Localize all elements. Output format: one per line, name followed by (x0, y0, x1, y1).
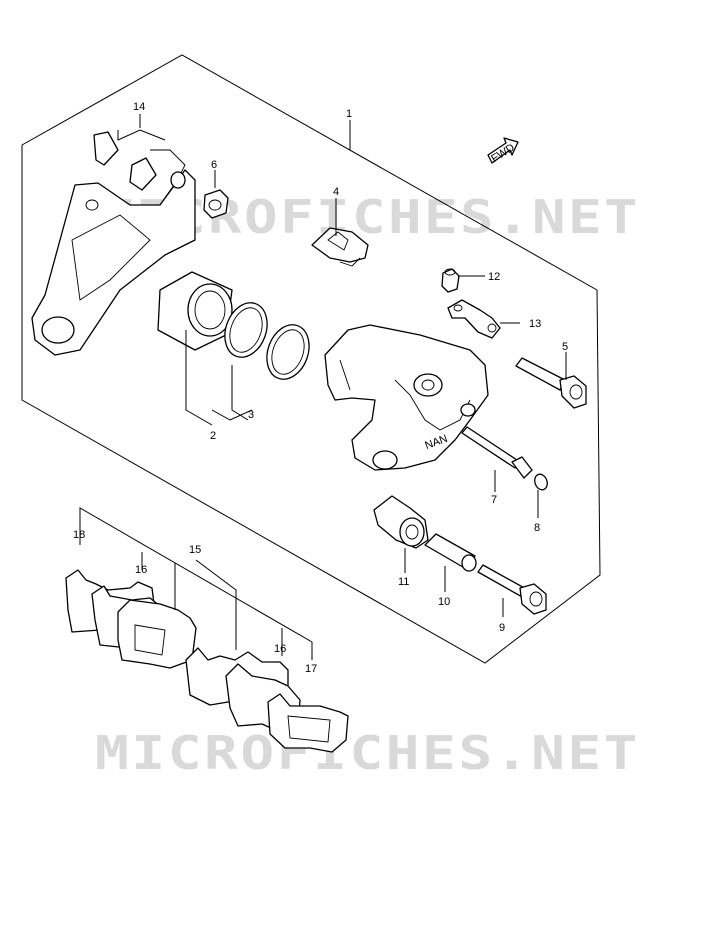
watermark-bottom: MICROFICHES.NET (95, 726, 640, 780)
callout-1: 1 (346, 108, 352, 120)
callout-10: 10 (438, 596, 450, 608)
callout-13: 13 (529, 318, 541, 330)
callout-2: 2 (210, 430, 216, 442)
callout-9: 9 (499, 622, 505, 634)
callout-4: 4 (333, 186, 339, 198)
part-4-pad-spring (311, 227, 369, 267)
part-5-bolt (515, 357, 587, 409)
fwd-arrow-icon: FWD (487, 137, 519, 165)
part-13-cap (447, 299, 501, 339)
callout-17: 17 (305, 663, 317, 675)
part-9-bolt (477, 564, 547, 615)
callout-11: 11 (398, 576, 409, 588)
part-6-cap (203, 189, 229, 219)
part-8-clip (534, 473, 548, 491)
callout-5: 5 (562, 341, 568, 353)
part-3-seals (224, 302, 310, 380)
callout-3: 3 (248, 409, 254, 421)
callout-16b: 16 (274, 643, 286, 655)
part-2-piston (157, 271, 233, 351)
caliper-bracket (31, 131, 196, 356)
part-11-boot (373, 495, 429, 549)
brake-pads-set-1 (65, 569, 197, 669)
caliper-body: NAN (324, 324, 489, 471)
part-12-bleeder (441, 268, 460, 293)
callout-12: 12 (488, 271, 500, 283)
callout-7: 7 (491, 494, 497, 506)
callout-18: 18 (73, 529, 85, 541)
assembly-frame (21, 54, 601, 664)
brake-pads-set-2 (185, 647, 349, 753)
leader-lines (79, 114, 567, 660)
callout-14: 14 (133, 101, 145, 113)
part-10-sleeve (424, 533, 477, 572)
callout-16a: 16 (135, 564, 147, 576)
callout-8: 8 (534, 522, 540, 534)
callout-15: 15 (189, 544, 201, 556)
part-7-pin (461, 426, 533, 479)
callout-numbers: 1 2 3 4 5 6 7 8 9 10 11 12 13 14 15 16 1… (73, 101, 568, 675)
callout-6: 6 (211, 159, 217, 171)
